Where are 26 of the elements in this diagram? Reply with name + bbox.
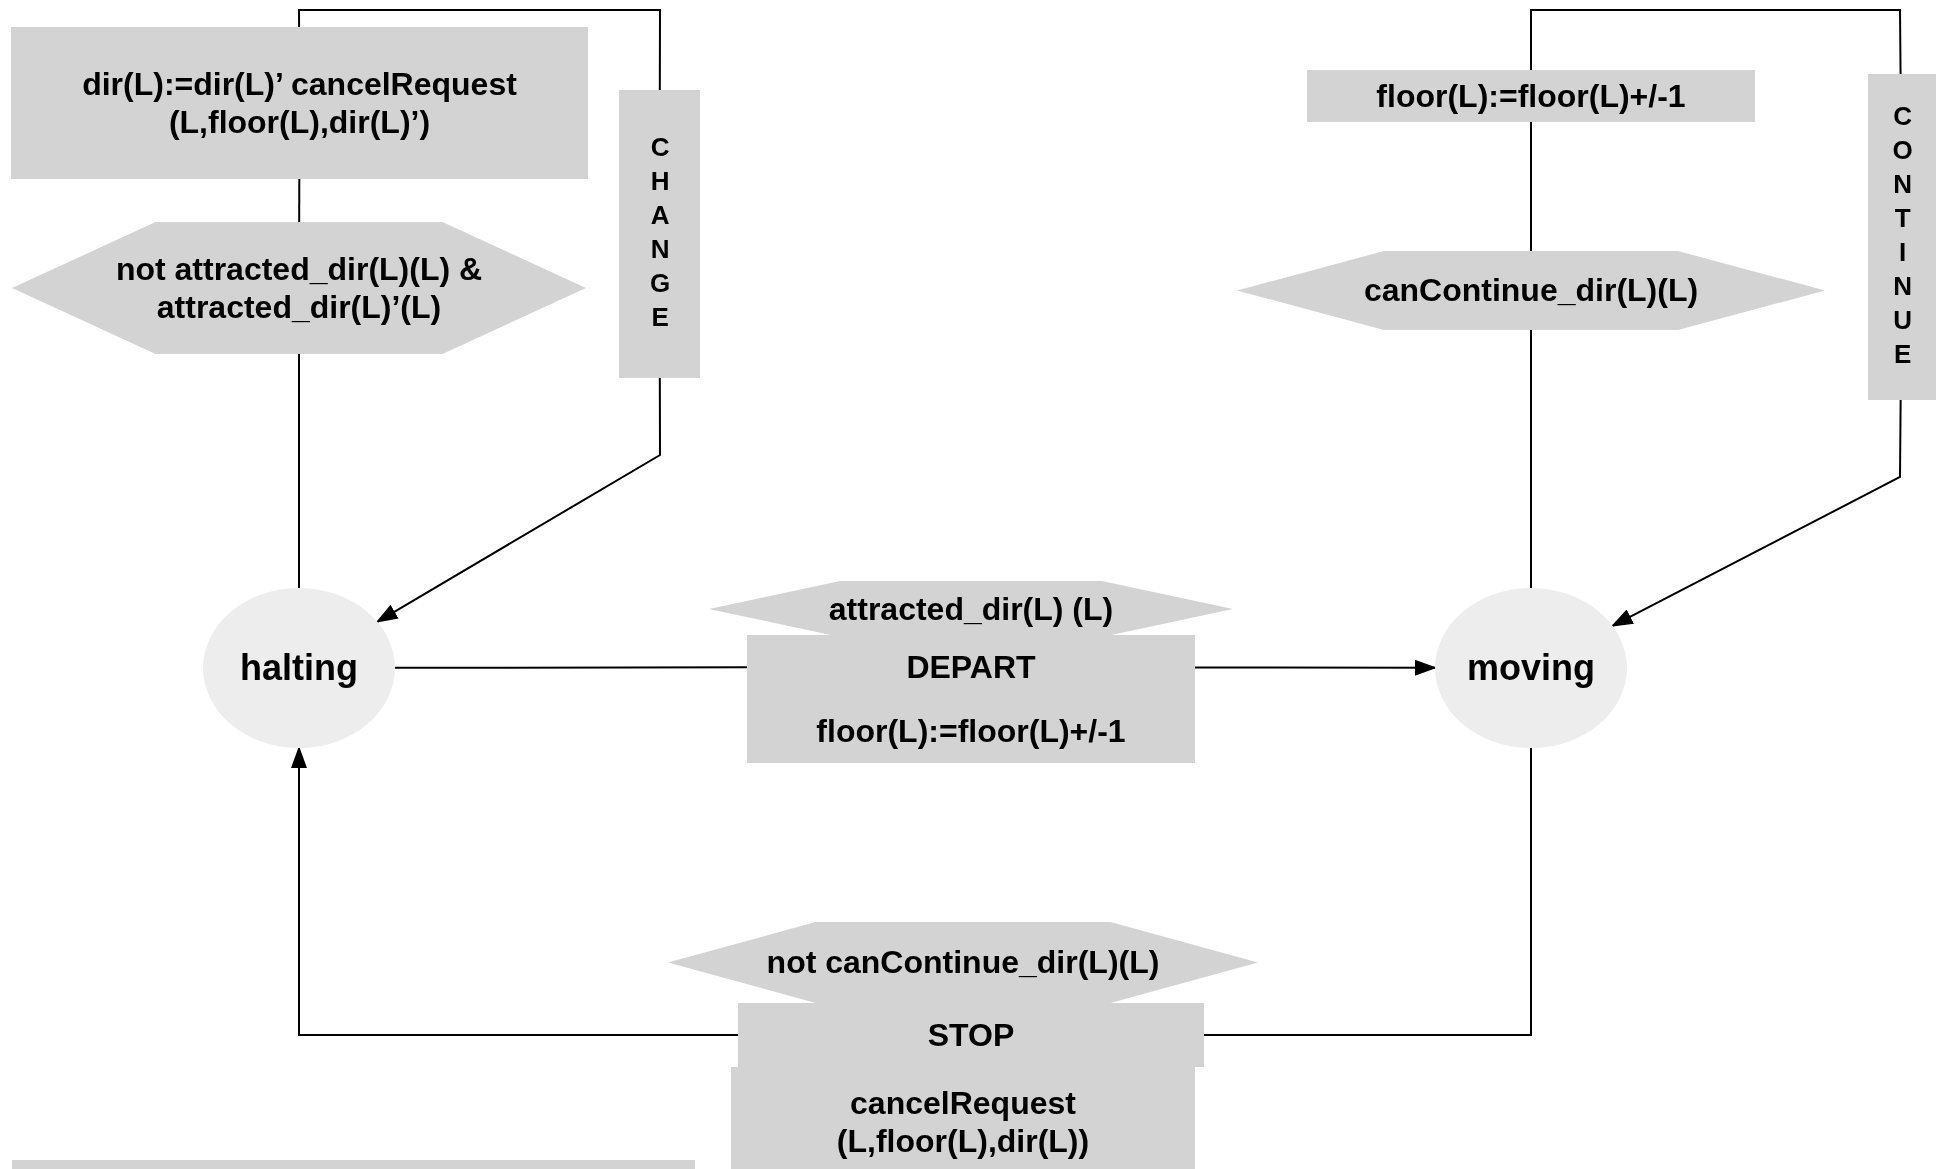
action-box: dir(L):=dir(L)’ cancelRequest (L,floor(L),dir(L)’) <box>11 27 588 179</box>
arrow <box>1194 659 1437 676</box>
state-circle: halting <box>203 588 395 748</box>
condition-hexagon: not attracted_dir(L)(L) & attracted_dir(L)’(L) <box>12 222 586 354</box>
connector-line <box>1530 329 1532 589</box>
connector-line <box>298 9 661 91</box>
condition-hexagon: canContinue_dir(L)(L) <box>1237 251 1825 330</box>
rule-name-box: CHANGE <box>619 90 700 378</box>
connector-line <box>394 666 748 669</box>
connector-line <box>1203 747 1532 1036</box>
connector-line <box>1530 121 1532 252</box>
connector-line <box>298 353 300 589</box>
action-box: floor(L):=floor(L)+/-1 <box>1307 70 1755 122</box>
condition-hexagon: attracted_dir(L) (L) <box>709 581 1233 637</box>
condition-hexagon: not canContinue_dir(L)(L) <box>668 922 1258 1003</box>
arrow <box>375 377 661 623</box>
rule-name-box: CONTINUE <box>1868 74 1936 400</box>
rule-name-box: DEPART <box>747 635 1195 699</box>
arrow <box>291 746 739 1036</box>
state-circle: moving <box>1435 588 1627 748</box>
connector-line <box>1530 9 1902 75</box>
rule-name-box: STOP <box>738 1003 1204 1067</box>
action-box: cancelRequest (L,floor(L),dir(L)) <box>731 1067 1195 1169</box>
action-box: floor(L):=floor(L)+/-1 <box>747 699 1195 763</box>
connector-line <box>298 178 301 223</box>
arrow <box>1610 399 1902 627</box>
